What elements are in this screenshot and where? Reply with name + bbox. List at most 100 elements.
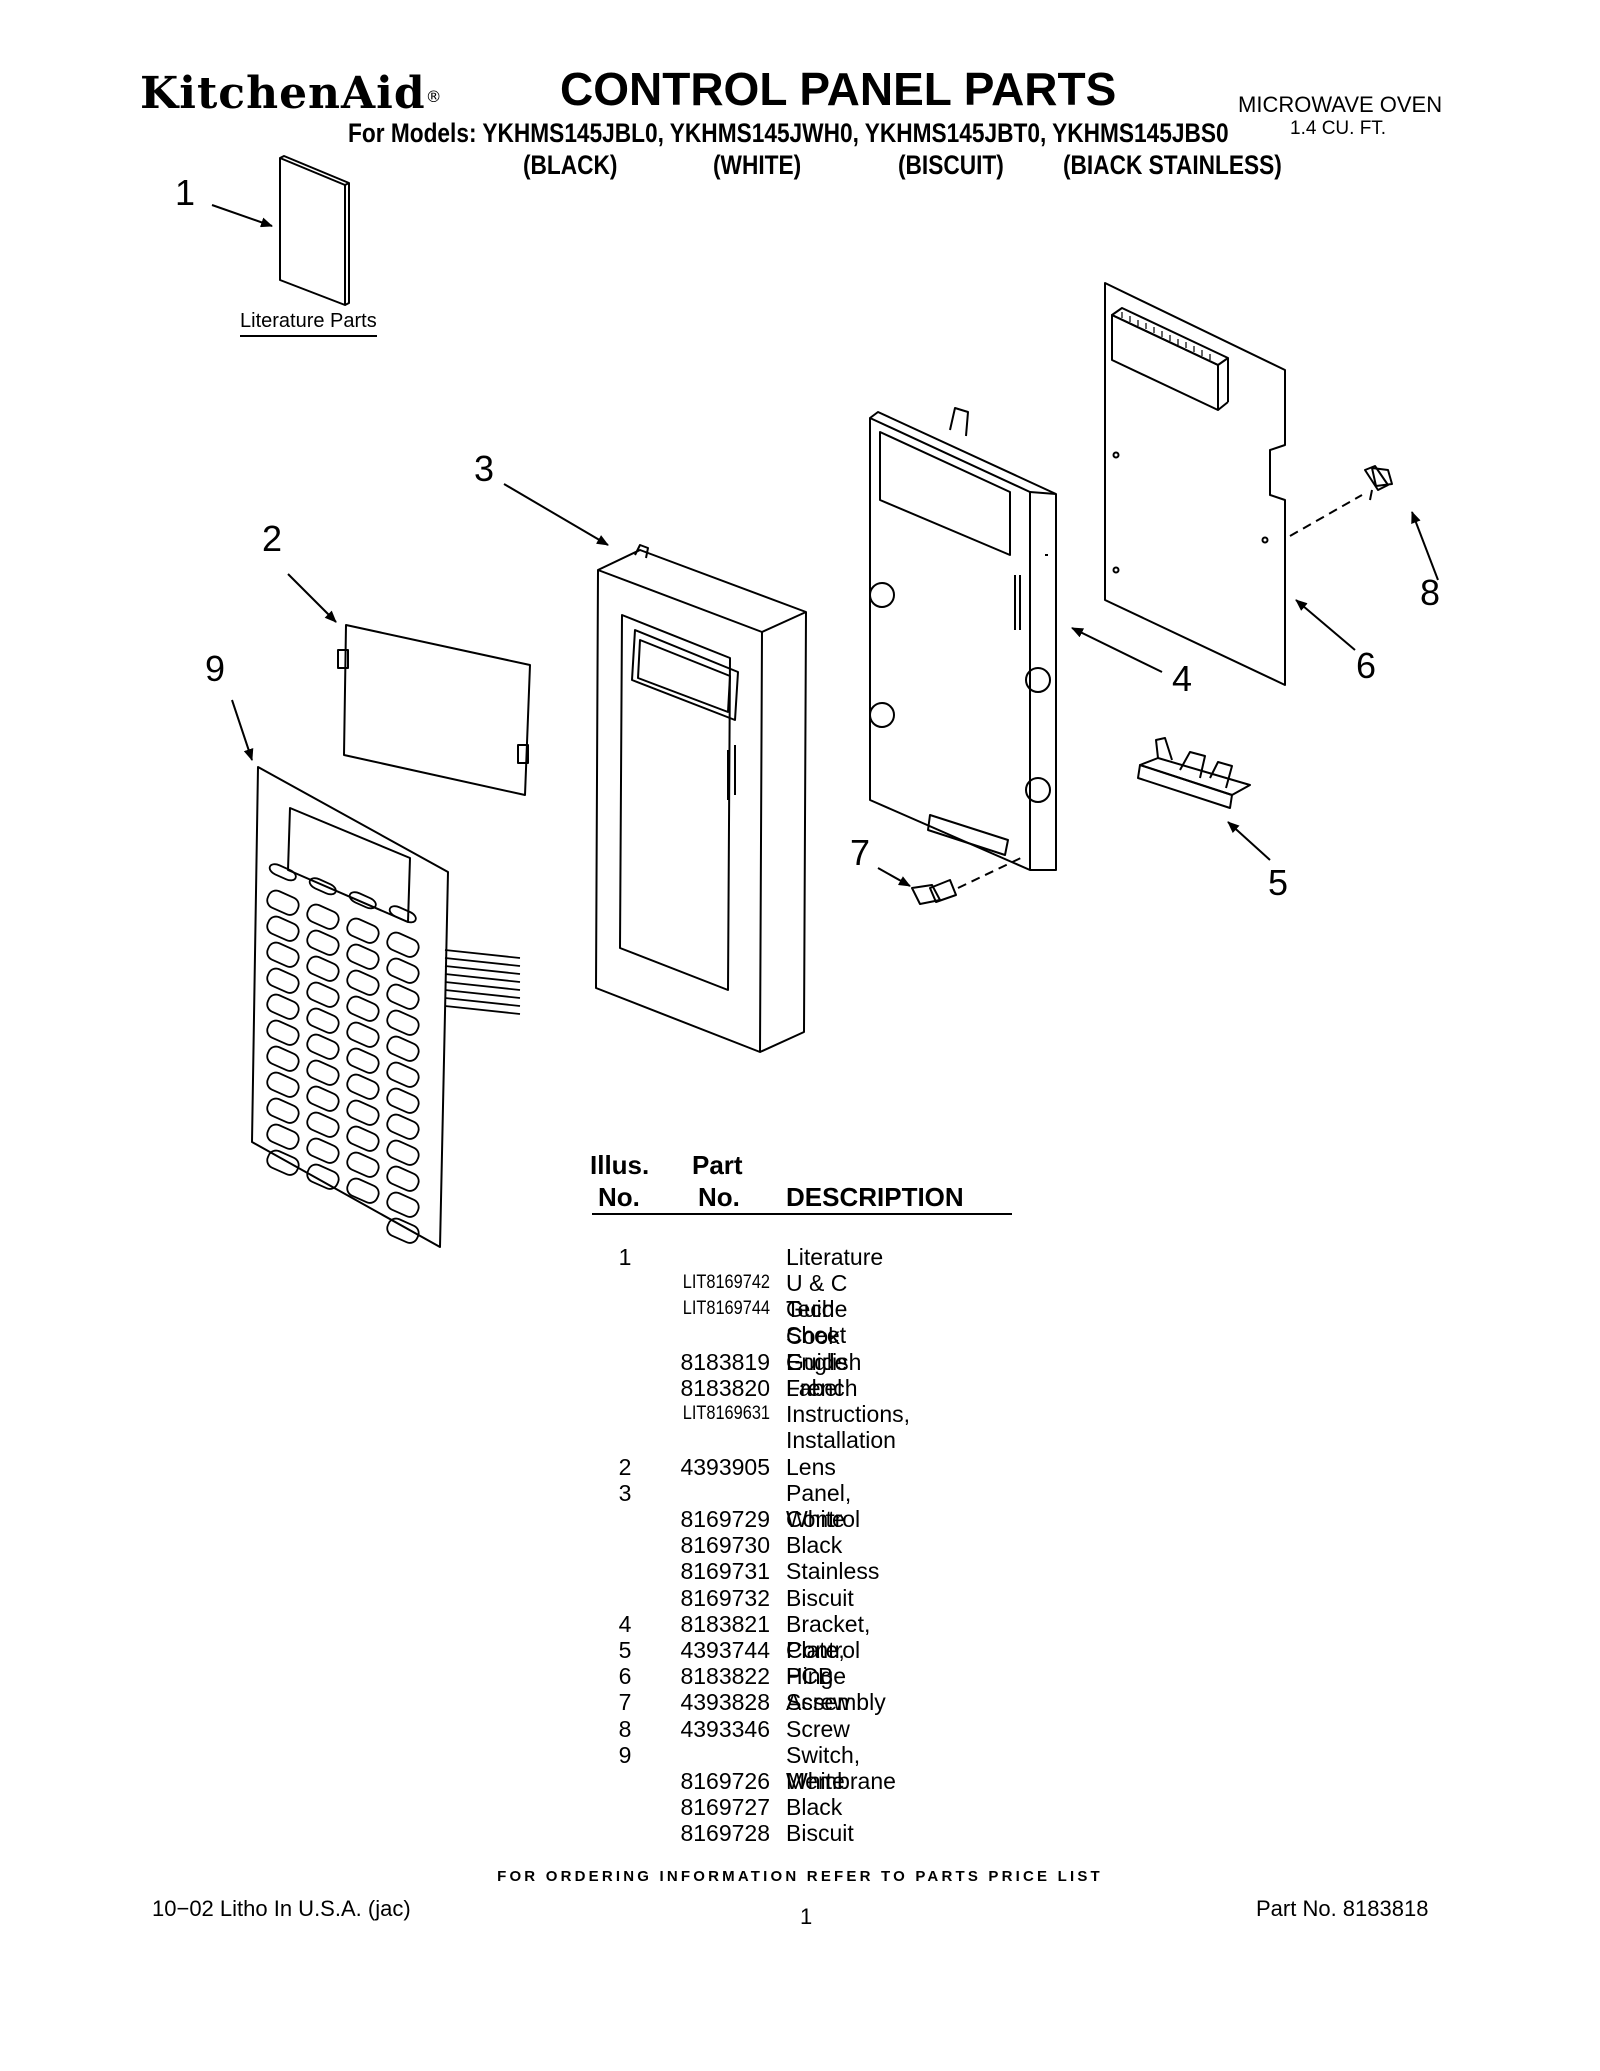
keypad-key: [386, 1087, 420, 1114]
illus-number: 2: [618, 1453, 632, 1480]
part-number: 4393744: [680, 1637, 770, 1663]
callout-4: 4: [1172, 658, 1193, 699]
membrane-switch-keypad: [251, 766, 521, 1248]
part-number: 4393905: [680, 1453, 770, 1480]
ordering-note: FOR ORDERING INFORMATION REFER TO PARTS …: [497, 1868, 1103, 1885]
col-header-part-2: No.: [698, 1182, 740, 1212]
keypad-key: [306, 1137, 340, 1164]
illus-number: 9: [618, 1741, 632, 1768]
keypad-key: [386, 931, 420, 958]
keypad-key: [306, 955, 340, 982]
keypad-key: [388, 905, 417, 924]
keypad-key: [346, 1047, 380, 1074]
part-description: Literature: [786, 1244, 884, 1270]
keypad-key: [386, 1009, 420, 1036]
brand-logo: KitchenAid®: [140, 68, 443, 119]
keypad-key: [386, 983, 420, 1010]
callout-arrow-8: [1411, 511, 1439, 581]
part-description: Installation: [786, 1427, 896, 1454]
keypad-key: [306, 1033, 340, 1060]
lens-part: [337, 624, 531, 796]
callout-6: 6: [1356, 645, 1377, 686]
illus-number: 1: [618, 1244, 632, 1270]
callout-5: 5: [1268, 862, 1289, 903]
keypad-key: [386, 1061, 420, 1088]
keypad-key: [306, 929, 340, 956]
keypad-key: [306, 1163, 340, 1190]
keypad-key: [346, 969, 380, 996]
keypad-key: [346, 995, 380, 1022]
callout-arrow-5: [1227, 821, 1271, 861]
model-list: For Models: YKHMS145JBL0, YKHMS145JWH0, …: [348, 118, 1229, 148]
part-description: Tech Sheet: [786, 1296, 847, 1349]
keypad-key: [266, 1149, 300, 1176]
keypad-key: [266, 1123, 300, 1150]
part-description: Cook Guide Label: [786, 1322, 848, 1401]
illus-number: 4: [618, 1610, 632, 1637]
keypad-key: [306, 1111, 340, 1138]
part-description: Screw: [786, 1689, 850, 1716]
part-number: 8169730: [680, 1532, 770, 1559]
part-number: 8183820: [680, 1375, 770, 1401]
part-number: 8169732: [680, 1584, 770, 1611]
keypad-key: [386, 1139, 420, 1166]
callout-arrow-1: [211, 204, 273, 228]
model-color-stainless: (BIACK STAINLESS): [1063, 150, 1282, 180]
part-number: 8169731: [680, 1558, 770, 1585]
part-description: French: [786, 1375, 858, 1401]
keypad-key: [306, 1059, 340, 1086]
model-color-biscuit: (BISCUIT): [898, 150, 1004, 180]
keypad-key: [346, 1151, 380, 1178]
part-description: U & C Guide: [786, 1270, 848, 1323]
part-description: Instructions,: [786, 1401, 910, 1428]
model-color-white: (WHITE): [713, 150, 802, 180]
keypad-key: [346, 1177, 380, 1204]
keypad-key: [266, 1045, 300, 1072]
litho-code: 10−02 Litho In U.S.A. (jac): [152, 1896, 411, 1921]
keypad-key: [346, 1099, 380, 1126]
part-description: Black: [786, 1794, 843, 1821]
callout-1: 1: [175, 172, 196, 213]
screw-part-8: [1364, 465, 1393, 501]
literature-parts-label: Literature Parts: [240, 310, 377, 337]
keypad-key: [306, 903, 340, 930]
part-number: 8183821: [680, 1610, 770, 1637]
product-type: MICROWAVE OVEN: [1238, 92, 1443, 117]
part-description: English: [786, 1348, 862, 1375]
callout-2: 2: [262, 518, 283, 559]
illus-number: 5: [618, 1637, 632, 1663]
part-number: 4393828: [680, 1689, 770, 1716]
screw-part-7: [911, 879, 957, 905]
part-number: LIT8169744: [682, 1298, 770, 1320]
page-number: 1: [800, 1904, 813, 1929]
callout-3: 3: [474, 448, 495, 489]
keypad-key: [386, 1191, 420, 1218]
screw-8-path: [1289, 494, 1363, 537]
keypad-key: [386, 1165, 420, 1192]
control-panel-part: [595, 544, 807, 1053]
keypad-key: [346, 1073, 380, 1100]
part-description: Plate, Hinge: [786, 1637, 847, 1689]
keypad-key: [346, 1021, 380, 1048]
callout-9: 9: [205, 648, 226, 689]
part-number: 8183822: [680, 1663, 770, 1690]
callout-7: 7: [850, 832, 871, 873]
keypad-key: [306, 1085, 340, 1112]
callout-arrow-6: [1295, 599, 1356, 651]
control-bracket-part: [869, 407, 1057, 871]
part-description: PCB Assembly: [786, 1663, 886, 1716]
illus-number: 3: [618, 1479, 632, 1506]
keypad-key: [346, 917, 380, 944]
callout-arrow-3: [503, 483, 609, 546]
part-number: 8169726: [680, 1768, 770, 1794]
keypad-key: [266, 993, 300, 1020]
table-header-rule: [592, 1213, 1012, 1215]
part-number: 8169728: [680, 1820, 770, 1847]
page-title: CONTROL PANEL PARTS: [560, 63, 1117, 115]
keypad-key: [348, 891, 377, 910]
registered-mark: ®: [425, 87, 443, 106]
screw-7-path: [957, 855, 1026, 889]
part-number: 8169729: [680, 1506, 770, 1532]
col-header-illus-2: No.: [598, 1182, 640, 1212]
